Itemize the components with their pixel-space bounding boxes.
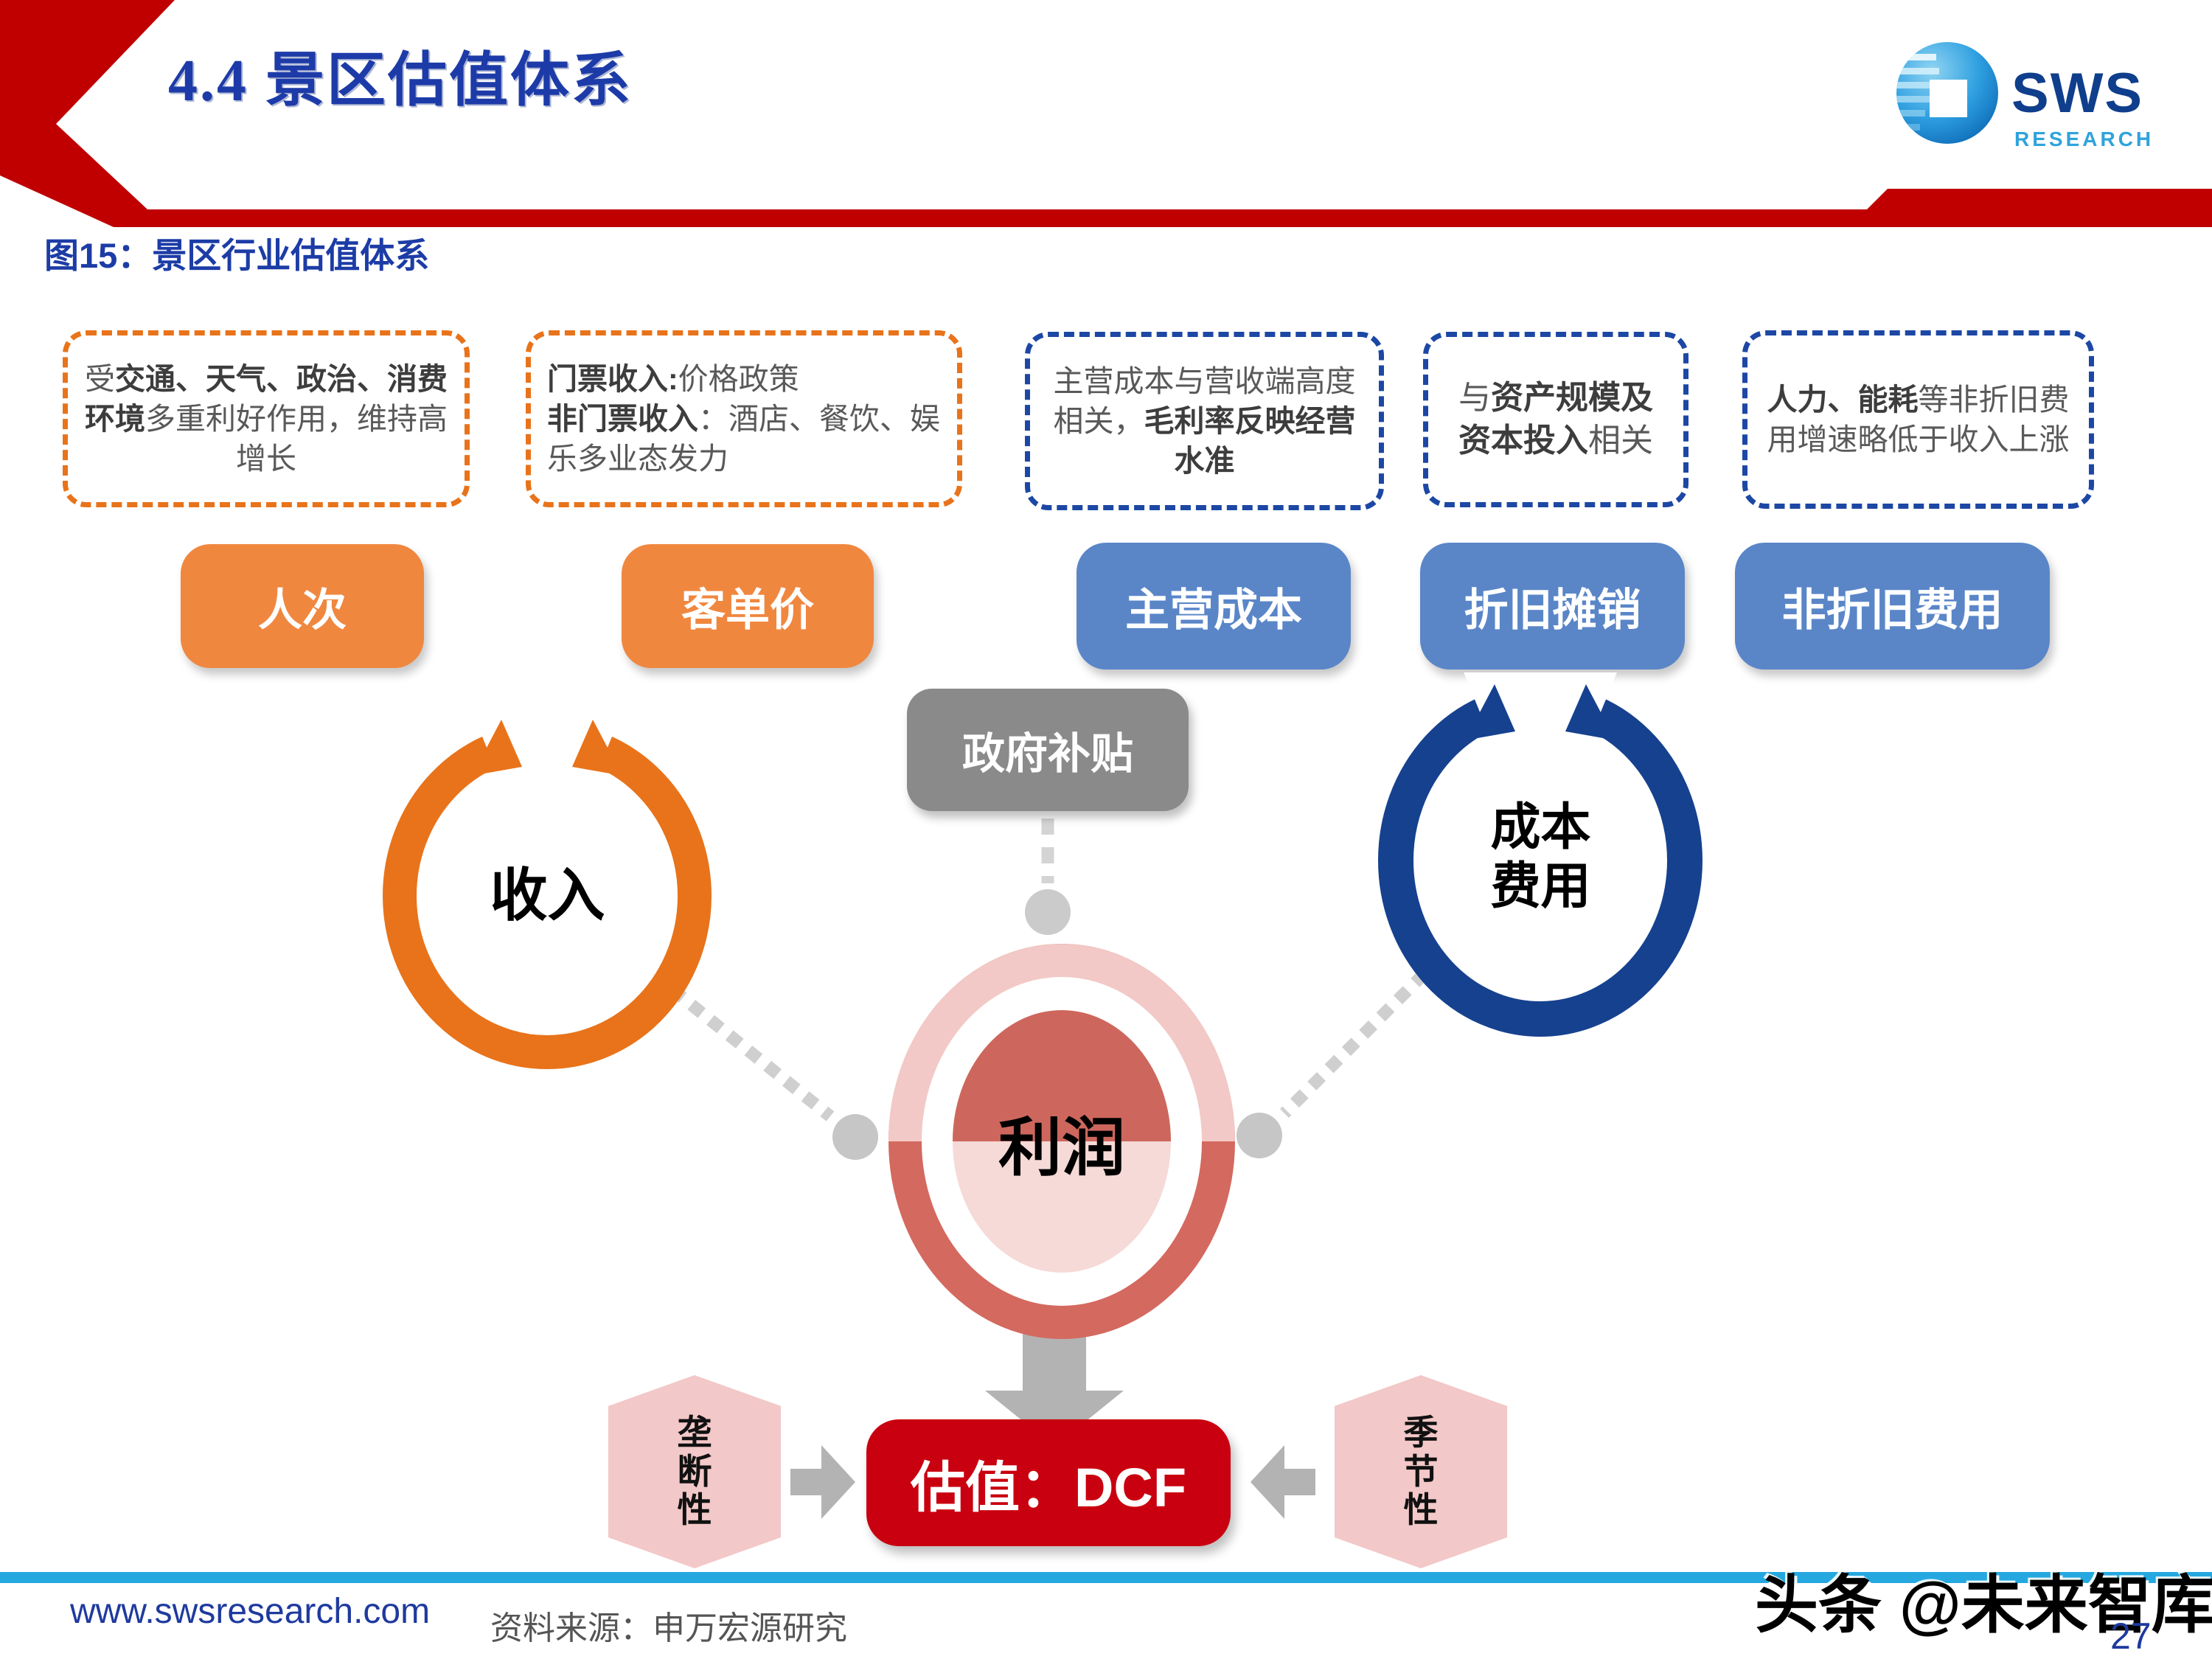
orange-ring-icon (383, 708, 712, 1069)
revenue-node: 收入 (376, 708, 719, 1073)
note-depreciation: 与资产规模及资本投入相关 (1423, 332, 1688, 507)
figure-label: 图15：景区行业估值体系 (44, 236, 430, 275)
note-main-cost: 主营成本与营收端高度相关，毛利率反映经营水准 (1025, 332, 1384, 510)
note-text: 门票收入:价格政策非门票收入：酒店、餐饮、娱乐多业态发力 (547, 361, 940, 476)
note-ticket-revenue: 门票收入:价格政策非门票收入：酒店、餐饮、娱乐多业态发力 (526, 330, 962, 507)
seasonality-label: 季节性 (1403, 1413, 1439, 1530)
button-avg-ticket-price: 客单价 (622, 544, 874, 668)
note-non-depreciation: 人力、能耗等非折旧费用增速略低于收入上涨 (1742, 330, 2094, 509)
sws-globe-icon (1896, 42, 1998, 144)
button-visitors: 人次 (181, 544, 424, 668)
profit-label: 利润 (998, 1112, 1125, 1183)
button-depreciation-amortization: 折旧摊销 (1420, 543, 1685, 669)
footer-source: 资料来源：申万宏源研究 (490, 1610, 847, 1646)
navy-ring-icon (1378, 672, 1703, 1037)
note-revenue-drivers: 受交通、天气、政治、消费环境多重利好作用，维持高增长 (63, 330, 470, 507)
footer-divider (0, 1572, 2212, 1583)
footer-url: www.swsresearch.com (70, 1592, 431, 1631)
note-text: 人力、能耗等非折旧费用增速略低于收入上涨 (1767, 382, 2070, 456)
logo-subtext: RESEARCH (2014, 128, 2154, 150)
subsidy-node: 政府补贴 (907, 689, 1189, 811)
cost-label: 成本 费用 (1490, 799, 1591, 914)
right-arrow-icon (790, 1445, 855, 1519)
button-main-cost: 主营成本 (1077, 543, 1351, 669)
note-text: 与资产规模及资本投入相关 (1458, 379, 1653, 459)
logo-text: SWS (2011, 62, 2144, 125)
note-text: 主营成本与营收端高度相关，毛利率反映经营水准 (1053, 364, 1356, 479)
page-number: 27 (2110, 1615, 2152, 1657)
cost-node: 成本 费用 (1373, 672, 1708, 1041)
red-ribbon-icon (0, 0, 2212, 227)
profit-target-icon (888, 944, 1235, 1339)
monopoly-hexagon: 垄断性 (608, 1375, 781, 1568)
button-non-depreciation-expense: 非折旧费用 (1735, 543, 2050, 669)
monopoly-label: 垄断性 (677, 1413, 712, 1530)
valuation-dcf-box: 估值：DCF (866, 1419, 1231, 1546)
page-title: 4.4 景区估值体系 (168, 49, 633, 114)
seasonality-hexagon: 季节性 (1335, 1375, 1507, 1568)
watermark: 头条 @未来智库 (1755, 1570, 2212, 1641)
left-arrow-icon (1251, 1445, 1315, 1519)
revenue-label: 收入 (490, 862, 605, 928)
note-text: 受交通、天气、政治、消费环境多重利好作用，维持高增长 (85, 361, 448, 476)
profit-node: 利润 (888, 942, 1235, 1340)
sws-logo: SWS RESEARCH (1895, 41, 2205, 188)
